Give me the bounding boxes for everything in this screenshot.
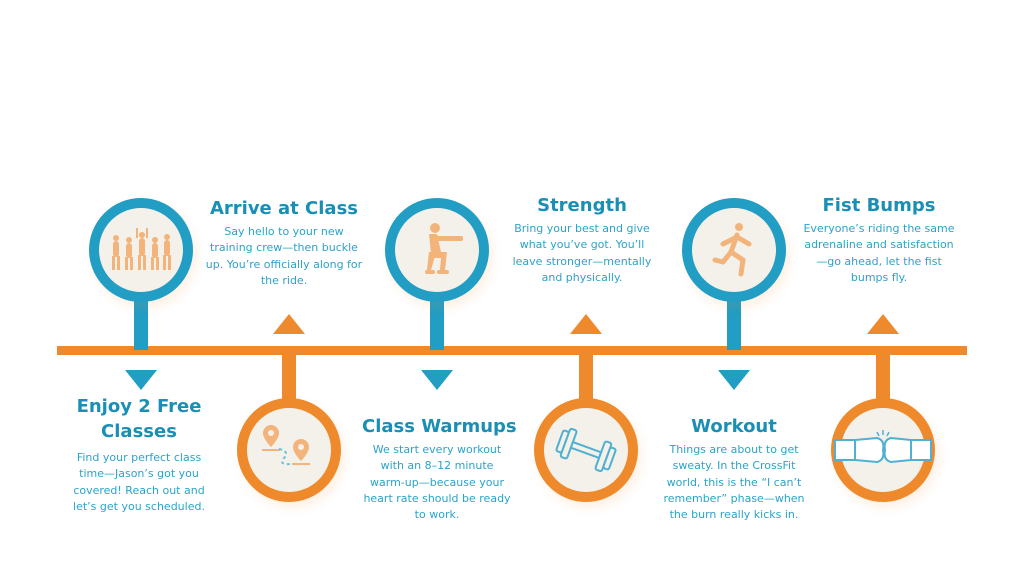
stem <box>727 290 741 350</box>
dumbbell-icon <box>534 398 638 502</box>
arrow-down-icon <box>718 370 750 390</box>
step-class-warmups: Class Warmups We start every workout wit… <box>362 414 517 523</box>
step-title: Fist Bumps <box>822 195 936 216</box>
step-strength: Strength Bring your best and give what y… <box>507 193 657 286</box>
step-enjoy-free-classes: Enjoy 2 Free Classes Find your perfect c… <box>64 394 214 515</box>
step-title: Arrive at Class <box>209 198 359 219</box>
step-title: Enjoy 2 Free Classes <box>76 396 202 442</box>
stem <box>282 350 296 405</box>
arrow-down-icon <box>421 370 453 390</box>
step-fist-bumps: Fist Bumps Everyone’s riding the same ad… <box>799 193 959 286</box>
timeline-line <box>57 346 967 355</box>
step-workout: Workout Things are about to get sweaty. … <box>659 414 809 523</box>
squat-icon <box>385 198 489 302</box>
step-body: Bring your best and give what you’ve got… <box>512 222 652 284</box>
step-title: Workout <box>691 416 777 437</box>
step-body: We start every workout with an 8–12 minu… <box>363 443 511 522</box>
arrow-down-icon <box>125 370 157 390</box>
stem <box>876 350 890 405</box>
stem <box>134 290 148 350</box>
arrow-up-icon <box>867 314 899 334</box>
arrow-up-icon <box>570 314 602 334</box>
map-route-icon <box>237 398 341 502</box>
stem <box>579 350 593 405</box>
step-title: Strength <box>537 195 627 216</box>
step-body: Things are about to get sweaty. In the C… <box>663 443 805 522</box>
arrow-up-icon <box>273 314 305 334</box>
step-body: Say hello to your new training crew—then… <box>205 225 363 287</box>
dancers-icon <box>89 198 193 302</box>
fist-bump-icon <box>831 398 935 502</box>
stem <box>430 290 444 350</box>
runner-icon <box>682 198 786 302</box>
step-title: Class Warmups <box>362 416 517 437</box>
step-body: Everyone’s riding the same adrenaline an… <box>803 222 955 284</box>
step-body: Find your perfect class time—Jason’s got… <box>73 451 205 513</box>
step-arrive-at-class: Arrive at Class Say hello to your new tr… <box>204 196 364 289</box>
